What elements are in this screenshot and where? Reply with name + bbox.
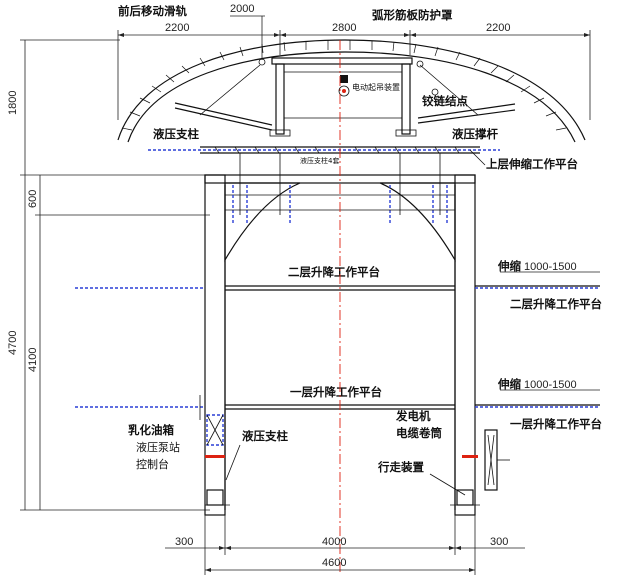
label-front-rear-rail: 前后移动滑轨 [118,4,187,18]
dim-bottom-center: 4000 [322,536,346,548]
dim-top-rail: 2000 [230,3,254,15]
dim-left-1800: 1800 [7,91,19,115]
label-first-platform-right: 一层升降工作平台 [510,417,602,431]
label-telescope-upper-prefix: 伸缩 [497,259,521,273]
label-cable-drum: 电缆卷筒 [396,426,442,440]
left-dimension-lines [20,39,210,511]
dim-bottom-left: 300 [175,536,193,548]
arc-shield [117,39,586,143]
label-emulsion-tank: 乳化油箱 [128,423,174,437]
label-pump-station: 液压泵站 [136,440,180,454]
pump-station-box [205,414,225,458]
label-control-desk: 控制台 [136,457,169,471]
hoist-frame [174,57,516,137]
dim-left-4700: 4700 [7,331,19,355]
dim-left-600: 600 [27,190,39,208]
label-motor-device: 电动起吊装置 [352,82,400,92]
second-platform [75,271,600,291]
label-upper-platform: 上层伸缩工作平台 [486,157,578,171]
motor-hoist-icon [338,75,350,97]
label-hydraulic-column-bottom: 液压支柱 [242,429,288,443]
gantry-frame [204,153,476,516]
dim-top-left: 2200 [165,22,189,34]
label-generator: 发电机 [395,409,431,423]
label-telescope-lower-value: 1000-1500 [524,379,577,391]
label-telescope-lower-prefix: 伸缩 [497,377,521,391]
label-hydraulic-strut: 液压撑杆 [452,127,498,141]
label-arc-shield: 弧形筋板防护罩 [372,8,453,22]
label-hydraulic-column-small: 液压支柱4套 [300,156,339,165]
label-telescope-upper-value: 1000-1500 [524,261,577,273]
dim-left-4100: 4100 [27,348,39,372]
wheels [205,489,480,506]
label-walking-device: 行走装置 [377,460,424,474]
label-second-platform-center: 二层升降工作平台 [288,265,380,279]
label-hinge-node: 铰链结点 [422,94,468,108]
label-second-platform-right: 二层升降工作平台 [510,297,602,311]
dim-top-center: 2800 [332,22,356,34]
bottom-dimension-lines [165,515,525,575]
cable-drum [462,429,510,491]
dim-bottom-right: 300 [490,536,508,548]
label-first-platform-center: 一层升降工作平台 [290,385,382,399]
dim-top-right: 2200 [486,22,510,34]
top-dimension-lines [117,15,591,120]
label-hydraulic-column-top: 液压支柱 [153,127,199,141]
dim-bottom-total: 4600 [322,557,346,569]
